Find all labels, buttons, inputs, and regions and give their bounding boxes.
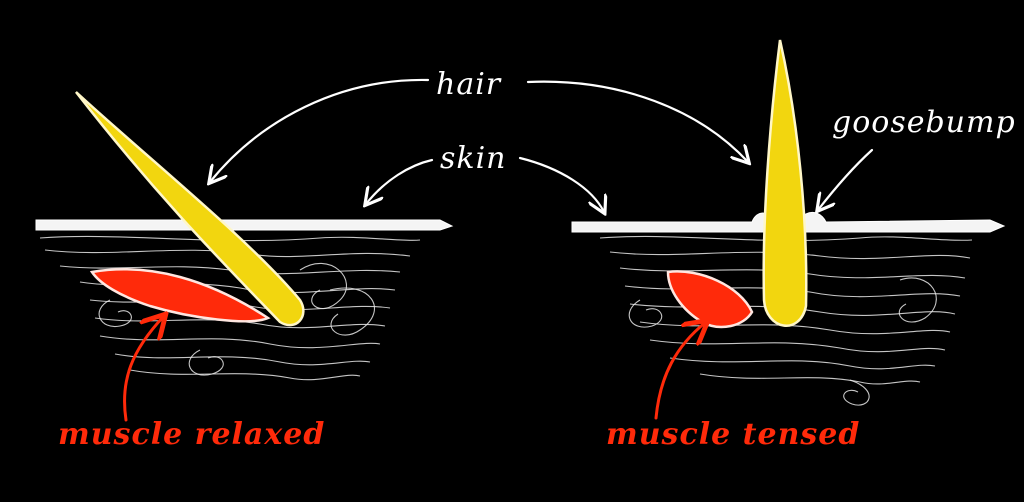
hair-tensed: [762, 39, 808, 327]
hair-arrow-left: [210, 78, 430, 182]
muscle-tensed-callout: muscle tensed: [606, 322, 860, 452]
skin-label: skin: [440, 141, 507, 176]
muscle-tensed: [666, 270, 754, 329]
hair-label: hair: [436, 67, 502, 102]
muscle-relaxed-callout: muscle relaxed: [58, 316, 325, 452]
skin-callout: skin: [366, 141, 604, 212]
tensed-panel: [571, 39, 1006, 406]
muscle-tensed-label: muscle tensed: [606, 417, 860, 452]
hair-callout: hair: [210, 67, 748, 182]
hair-arrow-right: [526, 80, 748, 162]
skin-arrow-right: [518, 156, 604, 212]
skin-surface-left: [35, 219, 454, 231]
hair-relaxed: [75, 91, 305, 327]
muscle-relaxed-label: muscle relaxed: [58, 417, 325, 452]
muscle-tensed-arrow: [654, 322, 706, 420]
muscle-relaxed-arrow: [123, 316, 164, 422]
relaxed-panel: [35, 91, 454, 381]
goosebump-callout: goosebump: [818, 105, 1016, 210]
skin-arrow-left: [366, 158, 434, 204]
goosebump-arrow: [818, 148, 874, 210]
muscle-relaxed: [89, 268, 271, 323]
goosebump-label: goosebump: [832, 105, 1016, 140]
